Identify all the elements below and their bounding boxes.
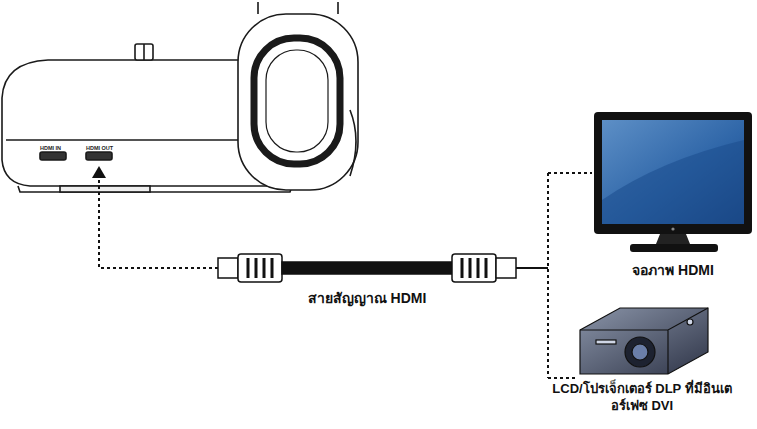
- connection-lines: [92, 166, 592, 378]
- dlp-projector: [580, 308, 708, 374]
- port-label: HDMI OUT: [86, 145, 113, 152]
- device-label: จอภาพ HDMI: [632, 262, 714, 279]
- port-label: HDMI IN: [40, 145, 61, 152]
- hdmi-cable: [218, 254, 516, 282]
- device-label: LCD/โปรเจ็กเตอร์ DLP ที่มีอินเตอร์เฟซ DV…: [552, 381, 732, 415]
- hdmi-monitor: [594, 112, 752, 252]
- cable-label: สายสัญญาณ HDMI: [308, 290, 427, 307]
- camera-device: [2, 2, 358, 192]
